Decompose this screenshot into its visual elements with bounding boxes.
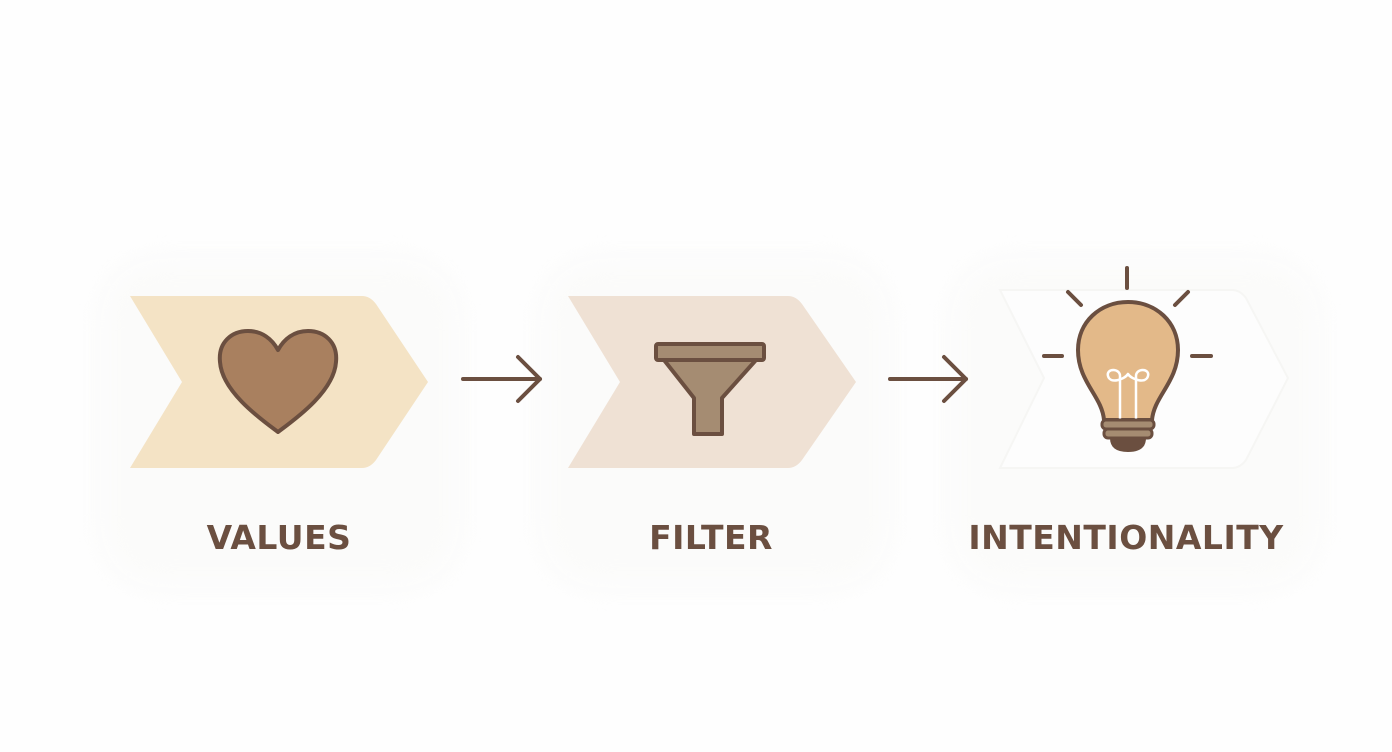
bulb-filament	[1106, 368, 1150, 420]
funnel-icon	[654, 342, 766, 436]
bulb-base	[1100, 418, 1156, 452]
arrow-right-icon	[888, 355, 968, 403]
bulb-glass	[1076, 300, 1180, 422]
intent-step	[998, 266, 1290, 469]
arrow-right-icon	[461, 355, 542, 403]
light-rays	[1042, 266, 1213, 358]
heart-icon	[217, 329, 339, 434]
lightbulb-icon	[1042, 266, 1213, 452]
filter-label: FILTER	[649, 518, 773, 557]
values-step	[130, 296, 428, 468]
intentionality-label: INTENTIONALITY	[968, 518, 1284, 557]
filter-step	[568, 296, 856, 468]
values-label: VALUES	[206, 518, 352, 557]
